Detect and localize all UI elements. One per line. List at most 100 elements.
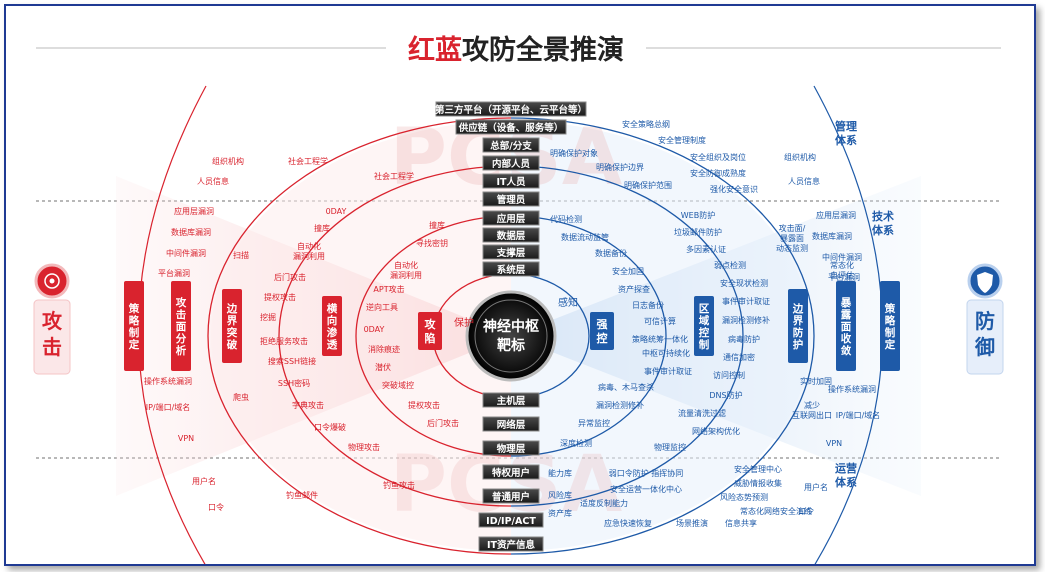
right-vertical-2 xyxy=(788,289,808,363)
bar-top-5-label: 管理员 xyxy=(497,194,526,206)
right-ring2-item-8: 事件审计取证 xyxy=(722,296,770,306)
right-outer-item-2: 应用层漏洞 xyxy=(816,210,856,220)
left-ring1-item-2: 爬虫 xyxy=(233,392,249,402)
defense-control-badge xyxy=(590,312,614,350)
inner-label-protect: 保护 xyxy=(454,316,474,329)
left-ring2-item-8: SSH密码 xyxy=(278,378,310,388)
left-ring2-item-9: 字典攻击 xyxy=(292,400,324,410)
right-ring1-item-15: 安全运营一体化中心 xyxy=(610,484,682,494)
right-ring1-item-19: 资产库 xyxy=(548,508,572,518)
left-ring3-item-3: APT攻击 xyxy=(373,284,404,294)
bar-mid-2 xyxy=(482,244,540,260)
bar-top-4 xyxy=(482,173,540,189)
bar-low-0-label: 主机层 xyxy=(497,395,526,407)
layer-bars: 第三方平台（开源平台、云平台等）供应链（设备、服务等）总部/分支内部人员IT人员… xyxy=(435,101,587,552)
right-ring2-item-0: 明确保护对象 xyxy=(550,148,598,158)
left-ring2-item-13: 社会工程学 xyxy=(374,171,414,181)
left-ring2-item-4: 提权攻击 xyxy=(264,292,296,302)
right-ring2-item-7: 安全现状检测 xyxy=(720,278,768,288)
right-ring3-item-9: 事件审计取证 xyxy=(644,366,692,376)
right-vertical-1-text: 暴露面收敛 xyxy=(840,296,852,357)
left-outer-item-2: 应用层漏洞 xyxy=(174,206,214,216)
right-ring1-item-12: 常态化网络安全演练 xyxy=(740,506,812,516)
left-ring2-item-10: 口令爆破 xyxy=(314,422,346,432)
attack-compromise-text: 攻陷 xyxy=(425,317,437,345)
right-vertical-2-text: 边界防护 xyxy=(792,302,804,351)
left-outer-item-7: IP/端口/域名 xyxy=(146,402,191,412)
right-ring1-item-14: 弱口令防护 指挥协同 xyxy=(609,468,684,478)
right-ring1-item-10: 威胁情报收集 xyxy=(734,478,782,488)
bar-bot-0 xyxy=(482,464,540,480)
left-vertical-3 xyxy=(322,296,342,356)
right-ring2-item-16: 物理监控 xyxy=(654,442,686,452)
attack-compromise-badge xyxy=(418,312,442,350)
right-ring1-item-17: 风险库 xyxy=(548,490,572,500)
section-label-tech: 技术体系 xyxy=(872,209,894,237)
right-ring2-item-15: 网络架构优化 xyxy=(692,426,740,436)
right-ring2-item-11: 通信加密 xyxy=(723,352,755,362)
left-outer-item-6: 操作系统漏洞 xyxy=(144,376,192,386)
right-ring1-item-13: 信息共享 xyxy=(725,518,757,528)
bar-bot-3-label: IT资产信息 xyxy=(487,539,536,551)
right-ring3-item-12: 异常监控 xyxy=(578,418,610,428)
bar-top-3-label: 内部人员 xyxy=(492,158,531,170)
left-ring2-item-12: 钓鱼攻击 xyxy=(383,480,415,490)
right-ring3-item-5: 日志备份 xyxy=(632,300,664,310)
right-ring1-item-4: 强化安全意识 xyxy=(710,184,758,194)
left-ring2-item-1: 撞库 xyxy=(314,223,330,233)
left-ring2-item-11: 物理攻击 xyxy=(348,442,380,452)
bar-low-1-label: 网络层 xyxy=(497,419,526,431)
right-outer-item-3: 数据库漏洞 xyxy=(812,231,852,241)
right-outer-item-1: 人员信息 xyxy=(788,176,820,186)
left-outer-item-9: 用户名 xyxy=(192,476,216,486)
right-ring1-item-6: 常态化自评估 xyxy=(830,260,854,280)
right-ring3-item-13: 深度检测 xyxy=(560,438,592,448)
right-ring1-item-1: 安全管理制度 xyxy=(658,135,706,145)
left-ring3-item-9: 提权攻击 xyxy=(408,400,440,410)
bar-top-2 xyxy=(482,137,540,153)
right-outer-item-9: 用户名 xyxy=(804,482,828,492)
left-ring3-item-2: 自动化漏洞利用 xyxy=(390,260,422,280)
right-ring2-item-2: 明确保护范围 xyxy=(624,180,672,190)
attack-badge: 攻击 xyxy=(33,263,71,375)
bar-bot-2 xyxy=(478,512,544,528)
left-outer-item-1: 人员信息 xyxy=(197,176,229,186)
diagram-frame: 红蓝攻防全景推演 PCSA PCSA 神经中枢 靶标 保护 感知 攻陷 xyxy=(4,4,1036,566)
left-ring2-item-6: 拒绝服务攻击 xyxy=(260,336,308,346)
left-outer-item-4: 中间件漏洞 xyxy=(166,248,206,258)
defense-control-text: 强控 xyxy=(597,318,608,345)
right-ring2-item-6: 弱点检测 xyxy=(714,260,746,270)
bar-mid-3-label: 系统层 xyxy=(497,264,526,276)
left-ring3-item-5: 0DAY xyxy=(364,325,385,334)
right-ring2-item-5: 多因素认证 xyxy=(686,244,726,254)
bar-top-0-label: 第三方平台（开源平台、云平台等） xyxy=(435,104,587,116)
defense-rings xyxy=(511,117,815,555)
left-outer-item-10: 口令 xyxy=(208,502,224,512)
right-outer-item-5: 平台漏洞 xyxy=(828,272,860,282)
bar-bot-1 xyxy=(482,488,540,504)
left-outer-item-0: 组织机构 xyxy=(212,156,244,166)
right-outer-item-0: 组织机构 xyxy=(784,152,816,162)
defense-side-glow xyxy=(511,121,921,551)
right-ring2-item-9: 漏洞检测修补 xyxy=(722,315,770,325)
attack-side-glow xyxy=(116,121,511,551)
bar-low-1 xyxy=(482,416,540,432)
left-ring3-item-10: 后门攻击 xyxy=(427,418,459,428)
left-outer-item-5: 平台漏洞 xyxy=(158,268,190,278)
left-ring2-item-7: 搜索SSH链接 xyxy=(268,356,316,366)
bar-low-0 xyxy=(482,392,540,408)
right-ring1-item-11: 风险态势预测 xyxy=(720,492,768,502)
right-ring3-item-6: 可信计算 xyxy=(644,316,676,326)
bar-top-5 xyxy=(482,191,540,207)
right-ring2-item-10: 病毒防护 xyxy=(728,334,760,344)
bar-top-2-label: 总部/分支 xyxy=(490,140,532,152)
bar-top-1 xyxy=(455,119,567,135)
bar-top-0 xyxy=(435,101,587,117)
core-label-1: 神经中枢 xyxy=(483,318,539,335)
page-title: 红蓝攻防全景推演 xyxy=(408,34,624,66)
bar-top-1-label: 供应链（设备、服务等） xyxy=(458,122,564,134)
core-inner-ring xyxy=(474,299,548,373)
left-vertical-0 xyxy=(124,281,144,371)
section-label-ops: 运营体系 xyxy=(835,461,857,489)
left-ring3-item-0: 撞库 xyxy=(429,220,445,230)
